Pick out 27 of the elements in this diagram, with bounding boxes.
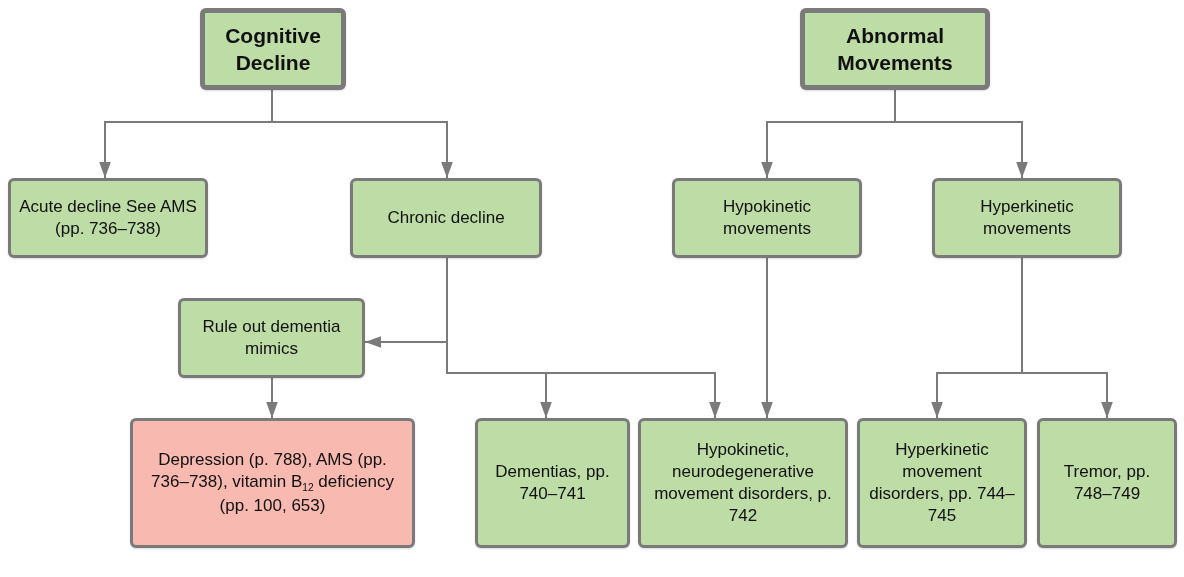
arrow bbox=[761, 257, 773, 419]
process-box bbox=[638, 418, 848, 548]
process-box bbox=[672, 178, 862, 258]
process-box bbox=[8, 178, 208, 258]
process-box bbox=[857, 418, 1027, 548]
node-text: Hyperkinetic movements bbox=[979, 195, 1075, 240]
arrow bbox=[1021, 257, 1113, 419]
process-box bbox=[1037, 418, 1177, 548]
node-text: Dementias, pp. 740–741 bbox=[494, 460, 611, 505]
node-text: Tremor, pp. 748–749 bbox=[1062, 460, 1152, 505]
node-text: Acute decline See AMS (pp. 736–738) bbox=[19, 195, 197, 240]
arrow bbox=[266, 377, 278, 419]
node-text: Hypokinetic movements bbox=[722, 195, 812, 240]
process-box bbox=[475, 418, 630, 548]
heading-box bbox=[800, 8, 990, 90]
node-text: Rule out dementia mimics bbox=[201, 315, 342, 360]
process-box bbox=[130, 418, 415, 548]
heading-box bbox=[200, 8, 346, 90]
process-box bbox=[932, 178, 1122, 258]
process-box bbox=[178, 298, 365, 378]
process-box bbox=[350, 178, 542, 258]
node-text: Cognitive Decline bbox=[224, 22, 322, 76]
node-text: Hypokinetic, neurodegenerative movement disorders, p. 742 bbox=[653, 438, 833, 528]
node-text: Abnormal Movements bbox=[836, 22, 954, 76]
node-text: Depression (p. 788), AMS (pp. 736–738), vitamin B$_{12}$ deficiency (pp. 100, 653) bbox=[150, 449, 395, 517]
node-text: Chronic decline bbox=[387, 206, 505, 229]
node-text: Hyperkinetic movement disorders, pp. 744–745 bbox=[868, 438, 1016, 528]
